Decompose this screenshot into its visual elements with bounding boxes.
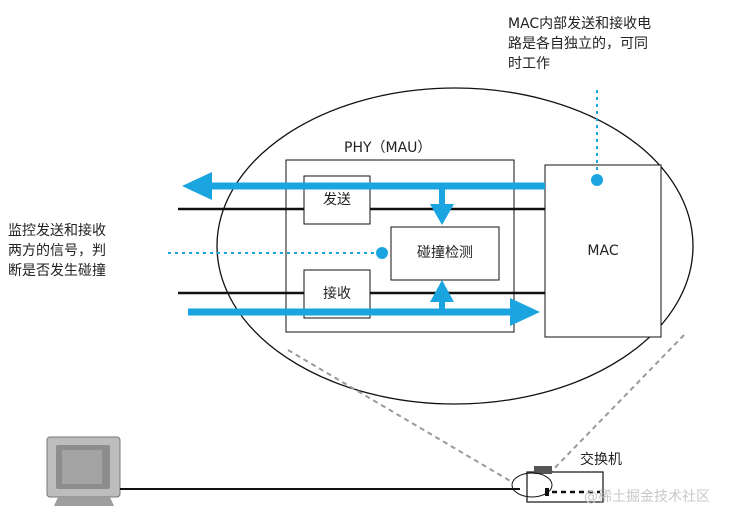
send-arrow-head <box>182 172 212 200</box>
monitor-dot <box>376 247 388 259</box>
collision-detect-label: 碰撞检测 <box>417 245 473 261</box>
collision-detect-box <box>390 226 500 281</box>
mac-label: MAC <box>587 243 619 259</box>
switch-icon <box>526 466 604 503</box>
receive-label: 接收 <box>323 286 351 302</box>
zoom-line-left <box>287 349 513 483</box>
mac-note-label: MAC内部发送和接收电 路是各自独立的，可同 时工作 <box>508 16 652 72</box>
down-arrow-head <box>430 204 454 225</box>
send-label: 发送 <box>323 192 351 208</box>
mac-box <box>544 164 662 338</box>
receive-arrow-head <box>510 298 540 326</box>
mac-dot <box>591 174 603 186</box>
phy-title-label: PHY（MAU） <box>344 140 432 156</box>
switch-label: 交换机 <box>580 452 622 468</box>
zoom-line-right <box>544 334 685 479</box>
zoom-ellipse <box>216 87 694 405</box>
watermark-label: @稀土掘金技术社区 <box>584 489 710 505</box>
computer-icon <box>46 436 121 506</box>
up-arrow-head <box>430 280 454 302</box>
switch-port-ellipse <box>511 472 553 498</box>
monitor-note-label: 监控发送和接收 两方的信号，判 断是否发生碰撞 <box>8 223 106 279</box>
